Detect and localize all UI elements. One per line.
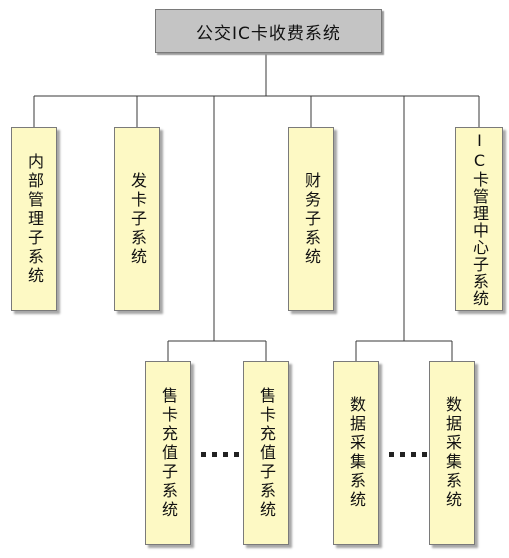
node-ic-card-management-center: IC卡管理中心子系统	[455, 127, 503, 311]
node-label: 财务子系统	[302, 171, 321, 267]
ellipsis-dots-right	[389, 452, 427, 457]
node-data-collection-1: 数据采集系统	[333, 361, 379, 545]
node-label: 数据采集系统	[347, 396, 366, 510]
node-card-sale-recharge-2: 售卡充值子系统	[243, 361, 289, 545]
node-card-issuing: 发卡子系统	[114, 127, 160, 311]
node-label: 内部管理子系统	[25, 152, 44, 286]
node-card-sale-recharge-1: 售卡充值子系统	[145, 361, 191, 545]
node-label: IC卡管理中心子系统	[470, 131, 489, 307]
node-internal-management: 内部管理子系统	[11, 127, 57, 311]
root-node-label: 公交IC卡收费系统	[196, 23, 341, 44]
node-finance: 财务子系统	[288, 127, 334, 311]
node-label: 发卡子系统	[128, 171, 147, 267]
node-data-collection-2: 数据采集系统	[429, 361, 475, 545]
ellipsis-dots-left	[201, 452, 239, 457]
root-node: 公交IC卡收费系统	[155, 9, 382, 53]
node-label: 数据采集系统	[443, 396, 462, 510]
node-label: 售卡充值子系统	[159, 386, 178, 520]
node-label: 售卡充值子系统	[257, 386, 276, 520]
